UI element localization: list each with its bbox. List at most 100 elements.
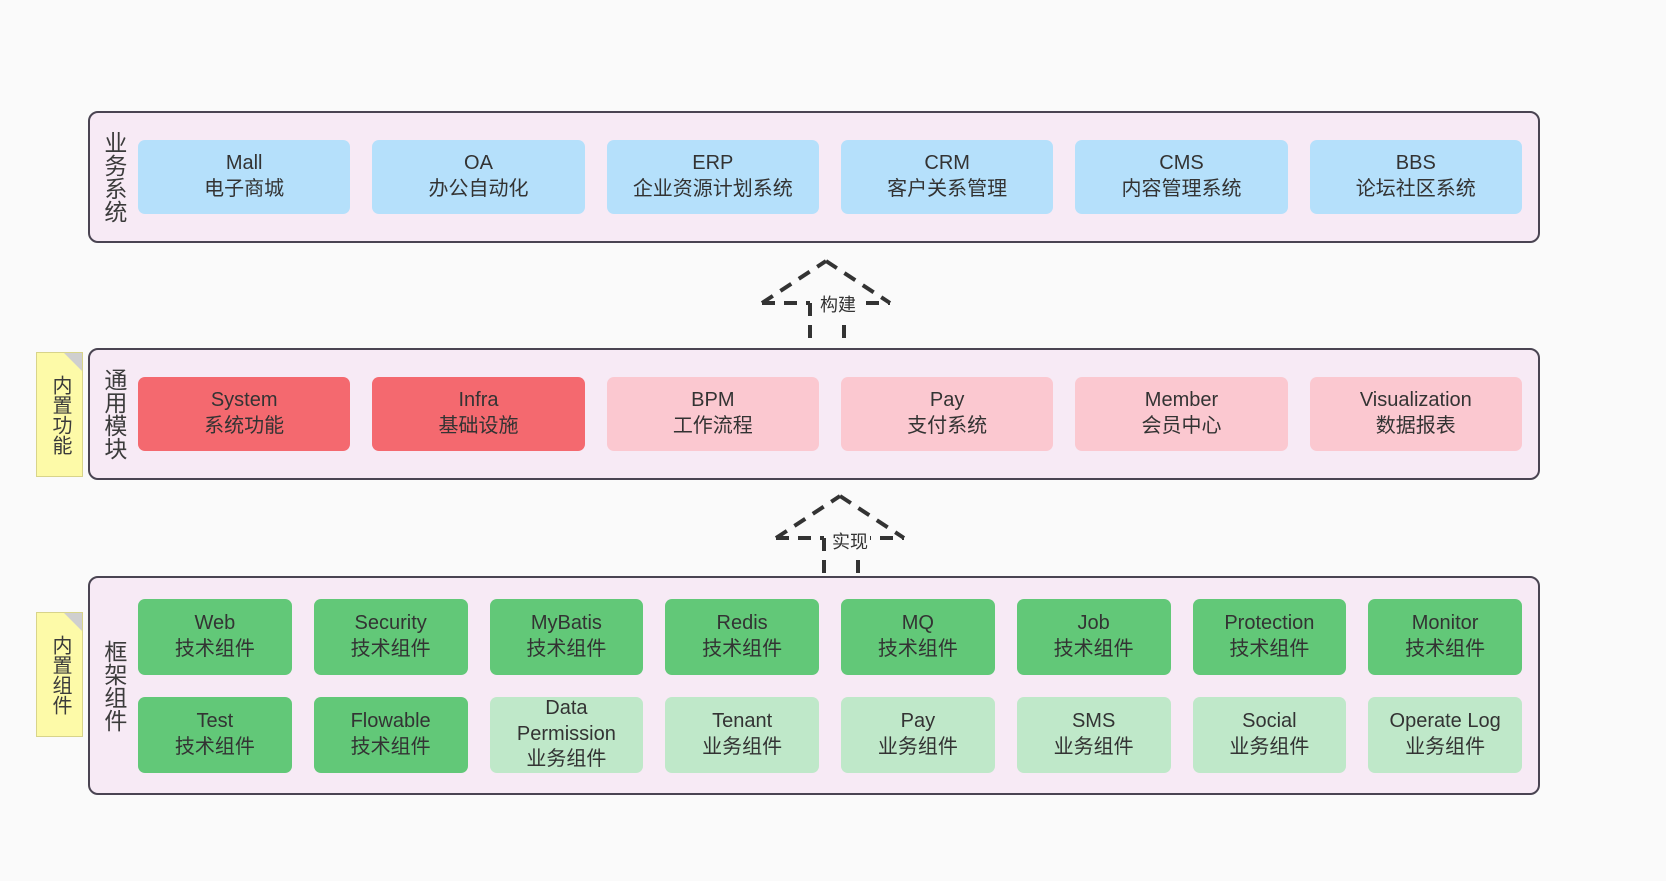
node-subtitle: 业务组件 <box>877 735 958 758</box>
node-subtitle: 技术组件 <box>1229 637 1310 660</box>
node-name: Monitor <box>1411 611 1479 634</box>
node-visualization[interactable]: Visualization 数据报表 <box>1309 377 1522 451</box>
node-job[interactable]: Job 技术组件 <box>1016 598 1171 675</box>
node-name: Tenant <box>712 709 773 732</box>
node-system[interactable]: System 系统功能 <box>138 377 351 451</box>
node-subtitle: 支付系统 <box>907 415 988 437</box>
layer-title-framework-component: 框架组件 <box>100 639 127 732</box>
node-web[interactable]: Web 技术组件 <box>138 598 292 675</box>
node-erp[interactable]: ERP 企业资源计划系统 <box>606 140 819 214</box>
node-security[interactable]: Security 技术组件 <box>313 598 468 675</box>
layer-title-business-system: 业务系统 <box>100 131 127 223</box>
node-bbs[interactable]: BBS 论坛社区系统 <box>1309 140 1522 214</box>
node-mall[interactable]: Mall 电子商城 <box>138 140 351 214</box>
node-subtitle: 业务组件 <box>702 735 783 758</box>
node-name: ERP <box>692 152 734 175</box>
note-builtin-component: 内置组件 <box>36 612 83 737</box>
node-name: Infra <box>458 389 499 412</box>
node-subtitle: 电子商城 <box>204 178 285 200</box>
node-subtitle: 会员中心 <box>1141 415 1222 437</box>
node-oa[interactable]: OA 办公自动化 <box>372 140 585 214</box>
node-subtitle: 业务组件 <box>1229 735 1310 758</box>
node-name: Flowable <box>350 709 431 732</box>
node-tenant[interactable]: Tenant 业务组件 <box>665 696 819 773</box>
node-cms[interactable]: CMS 内容管理系统 <box>1075 140 1288 214</box>
arrow-left-wing <box>774 494 842 540</box>
node-name: Pay <box>929 389 965 412</box>
layer-body-business-system: Mall 电子商城 OA 办公自动化 ERP 企业资源计划系统 CRM 客户关系… <box>136 113 1538 241</box>
arrow-right-wing <box>824 259 892 305</box>
node-subtitle: 技术组件 <box>1053 637 1134 660</box>
node-flowable[interactable]: Flowable 技术组件 <box>313 696 468 773</box>
node-name: Protection <box>1224 611 1315 634</box>
layer-row-tech: Web 技术组件 Security 技术组件 MyBatis 技术组件 Redi… <box>138 598 1522 675</box>
node-sms[interactable]: SMS 业务组件 <box>1016 696 1171 773</box>
layer-body-framework-component: Web 技术组件 Security 技术组件 MyBatis 技术组件 Redi… <box>136 578 1538 793</box>
layer-row: Mall 电子商城 OA 办公自动化 ERP 企业资源计划系统 CRM 客户关系… <box>138 140 1522 214</box>
layer-title-common-module: 通用模块 <box>100 368 127 460</box>
node-name: CMS <box>1159 152 1204 175</box>
node-subtitle: 业务组件 <box>526 748 607 771</box>
node-subtitle: 工作流程 <box>672 415 753 437</box>
node-infra[interactable]: Infra 基础设施 <box>372 377 585 451</box>
node-name: Operate Log <box>1389 709 1501 732</box>
node-name: BBS <box>1395 152 1436 175</box>
connector-build: 构建 <box>758 255 928 345</box>
note-builtin-function: 内置功能 <box>36 352 83 477</box>
node-subtitle: 办公自动化 <box>428 178 529 200</box>
node-subtitle: 技术组件 <box>1405 637 1486 660</box>
node-mq[interactable]: MQ 技术组件 <box>841 598 995 675</box>
node-subtitle: 论坛社区系统 <box>1355 178 1476 200</box>
layer-body-common-module: System 系统功能 Infra 基础设施 BPM 工作流程 Pay 支付系统… <box>136 350 1538 478</box>
node-subtitle: 技术组件 <box>702 637 783 660</box>
node-name: Social <box>1242 709 1297 732</box>
node-name: Job <box>1077 611 1110 634</box>
node-monitor[interactable]: Monitor 技术组件 <box>1368 598 1522 675</box>
node-name: Web <box>194 611 236 634</box>
node-subtitle: 技术组件 <box>350 637 431 660</box>
node-test[interactable]: Test 技术组件 <box>138 696 292 773</box>
node-member[interactable]: Member 会员中心 <box>1075 377 1288 451</box>
node-subtitle: 企业资源计划系统 <box>632 178 793 200</box>
node-subtitle: 基础设施 <box>438 415 519 437</box>
node-mybatis[interactable]: MyBatis 技术组件 <box>489 598 644 675</box>
node-subtitle: 技术组件 <box>174 735 255 758</box>
node-protection[interactable]: Protection 技术组件 <box>1192 598 1347 675</box>
layer-business-system: 业务系统 Mall 电子商城 OA 办公自动化 ERP 企业资源计划系统 CRM… <box>88 111 1540 243</box>
node-subtitle: 数据报表 <box>1375 415 1456 437</box>
node-pay-module[interactable]: Pay 支付系统 <box>840 377 1054 451</box>
node-data-permission[interactable]: Data Permission 业务组件 <box>489 696 644 773</box>
node-name: Test <box>196 709 234 732</box>
node-subtitle: 技术组件 <box>877 637 958 660</box>
node-subtitle: 系统功能 <box>204 415 285 437</box>
node-name: System <box>210 389 278 412</box>
arrow-left-wing <box>760 259 828 305</box>
layer-common-module: 通用模块 System 系统功能 Infra 基础设施 BPM 工作流程 Pay… <box>88 348 1540 480</box>
node-name: MQ <box>901 611 934 634</box>
node-name: Member <box>1144 389 1219 412</box>
node-subtitle: 内容管理系统 <box>1121 178 1242 200</box>
node-redis[interactable]: Redis 技术组件 <box>665 598 819 675</box>
node-name: Pay <box>900 709 936 732</box>
node-name: CRM <box>924 152 970 175</box>
node-name: Visualization <box>1359 389 1472 412</box>
node-social[interactable]: Social 业务组件 <box>1192 696 1347 773</box>
connector-implement: 实现 <box>772 490 942 580</box>
node-subtitle: 业务组件 <box>1053 735 1134 758</box>
node-name: SMS <box>1071 709 1116 732</box>
layer-framework-component: 框架组件 Web 技术组件 Security 技术组件 MyBatis 技术组件… <box>88 576 1540 795</box>
node-subtitle: 技术组件 <box>350 735 431 758</box>
layer-row-business: Test 技术组件 Flowable 技术组件 Data Permission … <box>138 696 1522 773</box>
node-name: Security <box>354 611 427 634</box>
node-name: Mall <box>225 152 263 175</box>
node-bpm[interactable]: BPM 工作流程 <box>606 377 819 451</box>
node-crm[interactable]: CRM 客户关系管理 <box>840 140 1054 214</box>
node-name: Redis <box>716 611 768 634</box>
node-subtitle: 客户关系管理 <box>887 178 1008 200</box>
node-operate-log[interactable]: Operate Log 业务组件 <box>1368 696 1522 773</box>
node-subtitle: 技术组件 <box>174 637 255 660</box>
node-name: BPM <box>691 389 735 412</box>
node-pay-component[interactable]: Pay 业务组件 <box>841 696 995 773</box>
layer-row: System 系统功能 Infra 基础设施 BPM 工作流程 Pay 支付系统… <box>138 377 1522 451</box>
